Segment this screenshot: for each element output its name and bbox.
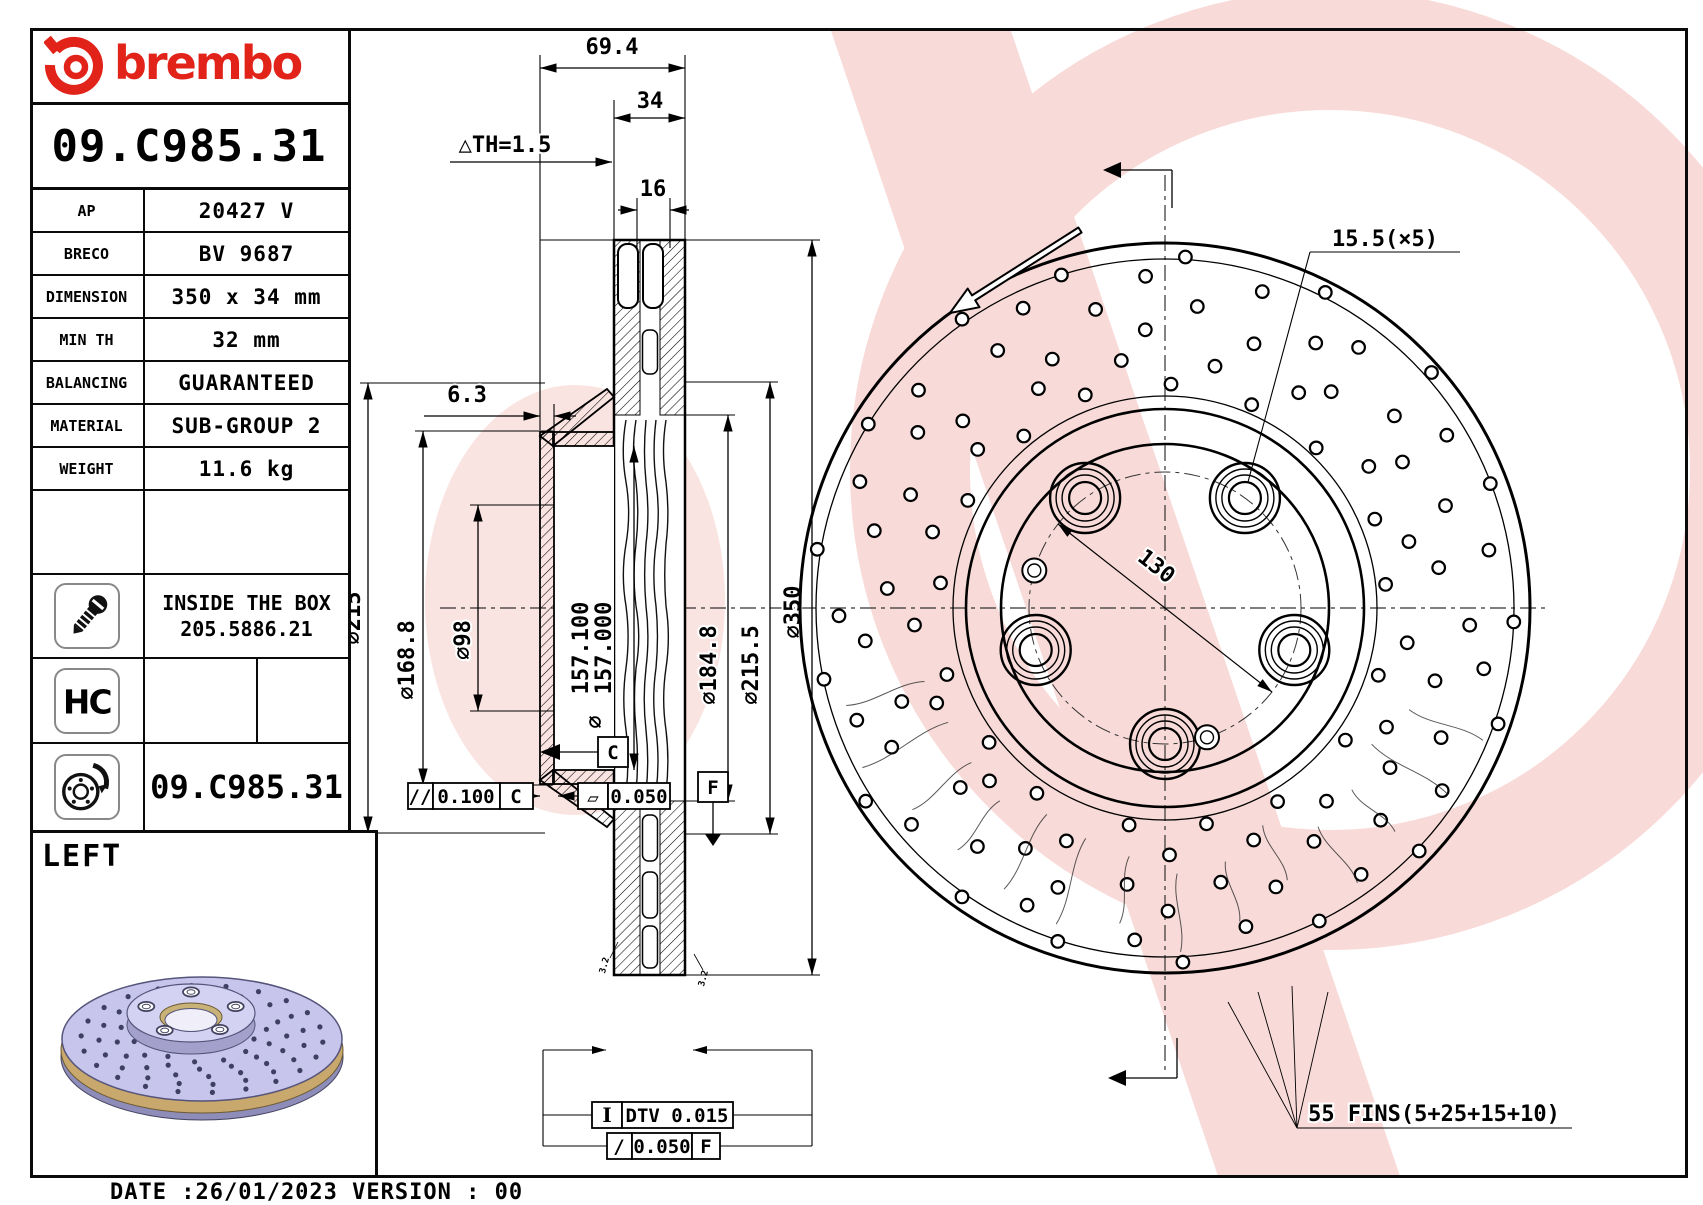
dimension-lines [363,63,817,976]
spec-value: GUARANTEED [178,370,315,395]
svg-text://: // [409,786,432,808]
orientation-label: LEFT [42,839,123,874]
svg-text:▱: ▱ [587,787,599,809]
inside-the-box-part: 205.5886.21 [180,617,313,641]
svg-text:C: C [510,786,521,808]
spec-label: BRECO [30,233,145,274]
brembo-logo-icon [44,35,103,95]
chamfer-left: 3.2 [598,956,612,974]
spec-value: 20427 V [198,198,295,223]
spec-row-breco: BRECO BV 9687 [30,233,348,276]
dia-lip: ⌀215.5 [739,625,764,704]
inside-the-box-label: INSIDE THE BOX [162,591,331,615]
spec-value: BV 9687 [198,241,295,266]
spec-label: BALANCING [30,362,145,403]
disc-part-row: 09.C985.31 [30,744,348,830]
disc-3d-image [60,976,344,1121]
date-version-line: DATE :26/01/2023 VERSION : 00 [110,1180,524,1205]
spec-label: DIMENSION [30,276,145,317]
dim-band-thickness: 34 [637,89,664,114]
datum-c: C [540,736,629,768]
dim-wear-limit: △TH=1.5 [459,133,552,158]
dim-total-width: 69.4 [586,35,639,60]
disc-part-number: 09.C985.31 [150,768,343,806]
svg-text:HC: HC [62,683,110,721]
internal-fin-lines [846,681,1484,952]
drill-hole-pattern [809,249,1522,970]
datum-f: F [697,771,729,846]
hc-icon: HC [53,667,120,734]
bolt-holes [999,461,1331,781]
spec-row-balancing: BALANCING GUARANTEED [30,362,348,405]
svg-text:0.050: 0.050 [610,786,667,808]
bolt-circle [1028,471,1302,745]
spec-value: 11.6 kg [198,456,295,481]
dia-band-inner: ⌀184.8 [697,625,722,704]
rotation-arrow-icon [949,226,1083,314]
spec-row-weight: WEIGHT 11.6 kg [30,448,348,491]
tolerance-parallelism: // 0.100 C [407,782,541,810]
spec-panel: brembo 09.C985.31 AP 20427 V BRECO BV 96… [30,28,351,830]
dia-bore-symbol: ⌀ [583,715,608,728]
brand-header: brembo [30,28,348,105]
spec-label: WEIGHT [30,448,145,489]
dia-flange: ⌀168.8 [395,620,420,699]
brake-disc-icon [53,754,120,820]
dim-flange-thickness: 6.3 [447,383,487,408]
brand-wordmark: brembo [114,36,303,90]
svg-text:0.100: 0.100 [437,786,494,808]
disc-3d-drill-dots [78,983,326,1095]
dtv-runout-frames: I DTV 0.015 / 0.050 F [542,1046,813,1160]
spec-row-ap: AP 20427 V [30,190,348,233]
chamfer-right: 3.2 [697,969,711,987]
cross-section-view: 69.4 34 △TH=1.5 16 6.3 ⌀215 ⌀168.8 ⌀98 ⌀… [339,33,820,1160]
disc-3d-bolt-holes [137,986,245,1036]
hole-callout: 15.5(×5) [1247,225,1460,483]
orientation-box: LEFT [30,830,378,1178]
dia-outer: ⌀350 [781,586,806,639]
spec-value: SUB-GROUP 2 [171,413,322,438]
hole-label: 15.5(×5) [1332,227,1438,252]
spec-label: MATERIAL [30,405,145,446]
runout-value: 0.050 [633,1136,690,1158]
fins-label: 55 FINS(5+25+15+10) [1308,1102,1560,1127]
section-hat [538,387,616,829]
front-view: 130 15.5(×5) 55 FINS(5+25+15+10) [798,162,1572,1129]
dia-pilot: ⌀98 [451,620,476,660]
spec-value: 32 mm [212,327,281,352]
dim-vent-width: 16 [640,177,667,202]
section-band [612,238,687,977]
hc-row: HC [30,659,348,744]
runout-datum: F [700,1136,711,1158]
runout-symbol: / [613,1136,624,1158]
part-number: 09.C985.31 [30,105,348,190]
chamfer-leaders [609,941,704,971]
dia-bore-upper: 157.100 [569,602,594,695]
spec-row-dimension: DIMENSION 350 x 34 mm [30,276,348,319]
spec-value: 350 x 34 mm [171,284,322,309]
spec-label: AP [30,190,145,231]
dtv-symbol: I [602,1103,611,1127]
screw-icon [53,583,120,649]
spec-label: MIN TH [30,319,145,360]
spec-row-minth: MIN TH 32 mm [30,319,348,362]
svg-text:C: C [607,742,618,764]
dtv-value: DTV 0.015 [626,1105,729,1127]
inside-the-box-row: INSIDE THE BOX 205.5886.21 [30,575,348,659]
dia-bore-lower: 157.000 [592,602,617,695]
fins-callout: 55 FINS(5+25+15+10) [1227,985,1572,1129]
spec-row-empty [30,491,348,575]
section-cut-arrows [1103,162,1178,1086]
spec-row-material: MATERIAL SUB-GROUP 2 [30,405,348,448]
tolerance-flatness: ▱ 0.050 [557,782,671,810]
svg-text:F: F [707,777,718,799]
